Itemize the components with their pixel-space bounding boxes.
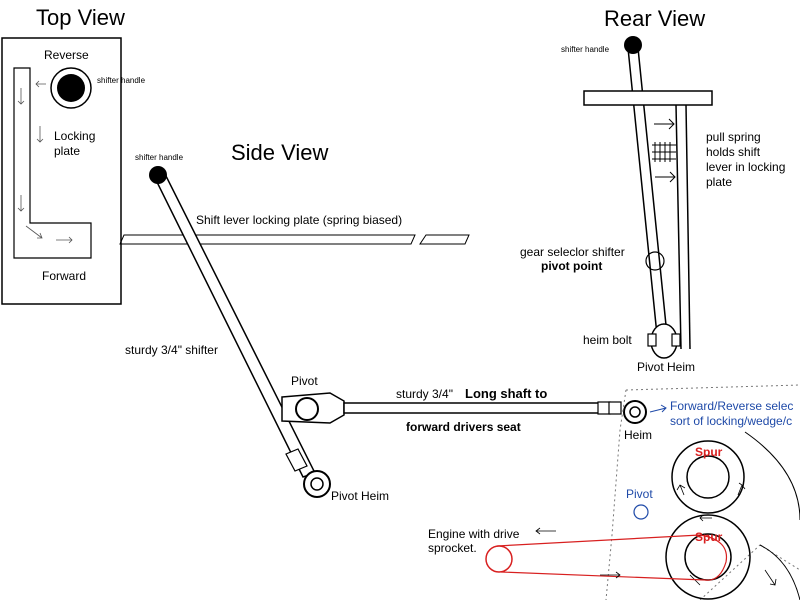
heim-bolt-head-left [647,333,657,347]
top-view: Top View Reverse shifter handle Locking … [1,5,146,305]
top-shifter-handle-label: shifter handle [97,76,146,85]
spur-top-label: Spur [695,445,723,459]
side-pivot-heim-label: Pivot Heim [331,489,389,503]
spring-label-3: lever in locking [706,160,785,174]
spur-bottom-outer [665,514,751,600]
heim-bolt-label: heim bolt [583,333,632,347]
drive-mechanism: Forward/Reverse selec sort of locking/we… [428,384,800,600]
drive-pivot-circle [633,504,649,520]
engine-label-2: sprocket. [428,541,477,555]
outer-arc [744,431,800,521]
top-shifter-handle [57,74,85,102]
rear-pivot-point [645,251,665,271]
side-view-title: Side View [231,140,329,165]
sturdy-shifter-label: sturdy 3/4" shifter [125,343,218,357]
lower-collar [285,448,308,472]
side-view: Side View shifter handle Shift lever loc… [119,140,652,503]
long-shaft [343,402,601,414]
top-view-frame [1,37,122,305]
rear-support-right [685,104,691,350]
shaft-heim-inner [629,406,641,418]
pivot-circle [295,397,319,421]
locking-label-2: plate [54,144,80,158]
shaft-main-label: Long shaft to [465,386,547,401]
engine-label-1: Engine with drive [428,527,520,541]
selector-outline [605,384,800,600]
locking-label-1: Locking [54,129,95,143]
rear-arrows [654,118,676,183]
rear-pivot-heim-label: Pivot Heim [637,360,695,374]
gear-selector-label-1: gear seleclor shifter [520,245,625,259]
locking-plate-label: Shift lever locking plate (spring biased… [196,213,402,227]
spur-top-inner [686,455,730,499]
selector-arrow [649,404,667,413]
side-shifter-handle-label: shifter handle [135,153,184,162]
forward-reverse-label-2: sort of locking/wedge/c [670,414,792,428]
shaft-end-collar-2 [608,401,622,415]
top-path-arrows [17,80,73,244]
chain-bottom [500,571,706,581]
locking-plate-slot [13,67,92,259]
rear-view-title: Rear View [604,6,705,31]
rear-support-left [675,104,682,350]
rear-shifter-handle-label: shifter handle [561,45,610,54]
rear-locking-plate [583,90,713,106]
top-view-title: Top View [36,5,125,30]
shaft-line2-label: forward drivers seat [406,420,521,434]
side-shifter-knob [149,166,167,184]
drive-pivot-label: Pivot [626,487,653,501]
spring-label-2: holds shift [706,145,761,159]
chain-top [496,534,701,547]
pivot-label: Pivot [291,374,318,388]
engine-sprocket [485,545,513,573]
rear-shifter-knob [624,36,642,54]
rear-view: Rear View shifter handle pull spring hol… [520,6,785,374]
locking-plate-right [419,234,470,245]
heim-bolt-head-right [671,333,681,347]
top-shifter-ring [50,67,92,109]
spring-label-4: plate [706,175,732,189]
forward-label: Forward [42,269,86,283]
forward-reverse-label-1: Forward/Reverse selec [670,399,793,413]
locking-plate-left [119,234,416,245]
shaft-end-collar-1 [597,401,611,415]
outer-arc-lower [759,544,800,600]
side-pivot-heim-inner [310,477,324,491]
spring-label-1: pull spring [706,130,761,144]
pull-spring [652,142,676,162]
heim-label: Heim [624,428,652,442]
chain-arrows [535,527,621,579]
chain-wrap [699,534,728,581]
gear-selector-label-2: pivot point [541,259,602,273]
shaft-prefix-label: sturdy 3/4" [396,387,453,401]
spur-top-outer [671,440,745,514]
spur-rotation-arrows [676,482,777,586]
reverse-label: Reverse [44,48,89,62]
